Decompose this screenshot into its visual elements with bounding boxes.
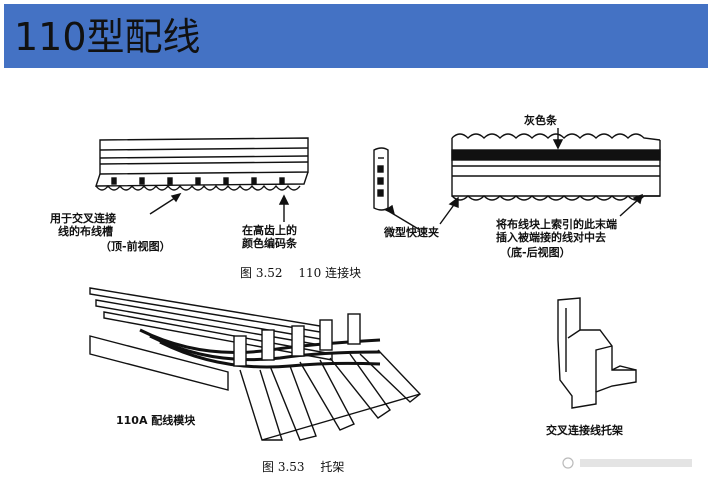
micro-quick-clip-drawing (373, 147, 421, 231)
page-title: 110型配线 (14, 15, 201, 59)
label-cross-connect-bracket: 交叉连接线托架 (546, 424, 623, 437)
cross-connect-bracket-drawing (557, 297, 637, 409)
label-back-view: （底-后视图） (500, 246, 571, 259)
caption-figure-352: 图 3.52 110 连接块 (240, 266, 362, 280)
connecting-block-front-drawing (95, 137, 309, 222)
label-module-110a: 110A 配线模块 (116, 414, 196, 427)
caption-figure-353: 图 3.53 托架 (262, 460, 345, 474)
label-crossconnect-line2: 线的布线槽 (58, 225, 113, 238)
label-front-view: （顶-前视图） (100, 240, 171, 253)
connecting-block-back-drawing (439, 128, 661, 225)
label-quick-clip: 微型快速夹 (384, 226, 439, 239)
label-wire-note-line2: 插入被端接的线对中去 (496, 231, 606, 244)
label-crossconnect-line1: 用于交叉连接 (50, 212, 116, 225)
label-wire-note-line1: 将布线块上索引的此末端 (496, 218, 617, 231)
label-gray-strip: 灰色条 (524, 114, 557, 127)
watermark-icon (562, 457, 692, 469)
label-color-code-line2: 颜色编码条 (242, 237, 297, 250)
label-color-code-line1: 在高齿上的 (242, 224, 297, 237)
title-bar: 110型配线 (4, 4, 708, 68)
module-110a-drawing (89, 287, 422, 441)
